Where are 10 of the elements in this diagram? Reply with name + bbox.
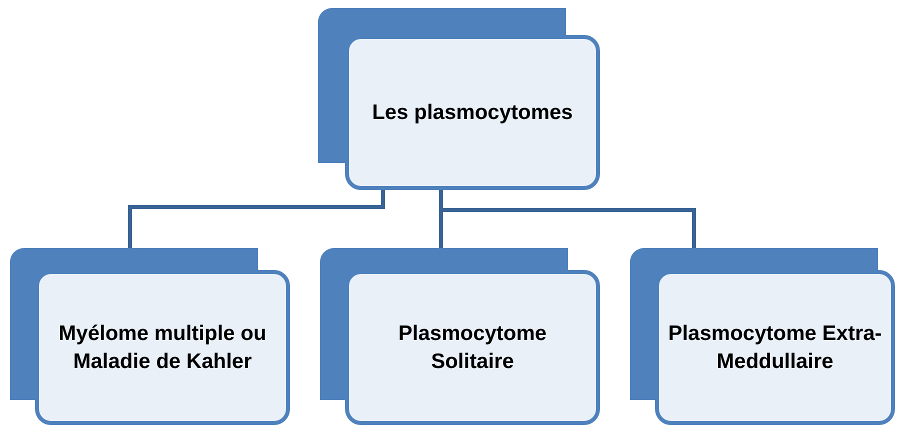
node-label: Plasmocytome Solitaire [397,321,548,374]
connector-line [128,190,385,248]
node-label: Les plasmocytomes [372,100,573,126]
node-card [320,248,600,425]
connector-line [439,190,696,248]
node-card [318,8,600,190]
node-label: Myélome multiple ou Maladie de Kahler [58,321,268,374]
node-card [630,248,895,425]
node-card [10,248,290,425]
node-label: Plasmocytome Extra-Meddullaire [667,321,883,374]
